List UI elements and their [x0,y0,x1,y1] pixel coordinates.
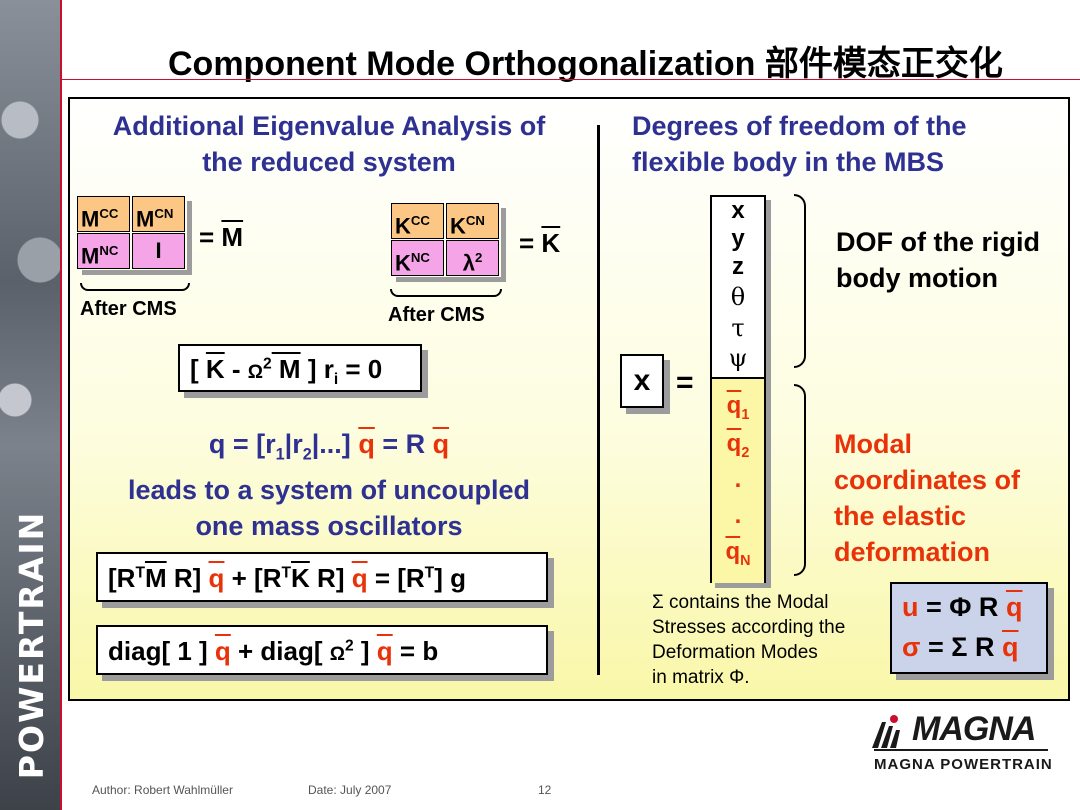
sidebar-strip [0,0,60,810]
modal-q1: q1 [726,392,750,423]
after-cms-label-2: After CMS [388,304,485,326]
vector-equals: = [676,366,694,399]
sigma-note: Σ contains the Modal Stresses according … [652,590,845,690]
magna-powertrain-text: MAGNA POWERTRAIN [874,756,1053,773]
stress-equation-box: u = Φ R q σ = Σ R q [890,582,1048,674]
dof-theta: θ [730,283,746,311]
sidebar-divider [60,0,62,810]
stress-equation: σ = Σ R q [902,632,1019,662]
left-heading-line1: Additional Eigenvalue Analysis of [112,111,546,141]
mass-cell-identity: I [132,233,185,269]
mass-cell-cc: MCC [77,196,130,232]
oscillator-line2: leads to a system of uncoupled [127,475,531,506]
sigma-note-line3: Deformation Modes [652,642,818,663]
left-heading: Additional Eigenvalue Analysis of the re… [88,108,570,180]
dof-y: y [731,225,745,252]
x-vector-box: x [620,354,664,408]
magna-logo-icon [872,715,900,748]
eigen-equation: [ K - Ω2 M ] ri = 0 [190,354,383,389]
magna-logo: MAGNA MAGNA POWERTRAIN [872,710,1053,776]
rigid-label-line2: body motion [836,263,998,293]
q-definition: q = [r1|r2|...] q = R q [208,429,450,464]
mass-matrix: MCC MCN MNC I [77,196,187,270]
sigma-note-line1: Σ contains the Modal [652,592,829,613]
eigen-equation-box: [ K - Ω2 M ] ri = 0 [178,344,422,392]
stiffness-matrix: KCC KCN KNC λ2 [391,203,501,277]
modal-q2: q2 [726,430,750,461]
modal-brace [794,384,806,576]
modal-label-line3: the elastic [834,501,967,531]
stiff-cell-cc: KCC [391,203,444,239]
dof-tau: τ [731,314,745,342]
sidebar-brand: POWERTRAIN [12,510,51,780]
oscillator-line3: one mass oscillators [195,511,463,542]
dof-psi: ψ [728,344,748,372]
equation-2-box: diag[ 1 ] q + diag[ Ω2 ] q = b [96,625,548,675]
stiff-cell-cn: KCN [446,203,499,239]
rigid-body-label: DOF of the rigid body motion [836,224,1040,296]
column-divider [597,125,600,675]
sigma-note-line4: in matrix Φ. [652,667,750,688]
mass-cell-cn: MCN [132,196,185,232]
modal-dot-1: . [734,466,742,493]
equation-2: diag[ 1 ] q + diag[ Ω2 ] q = b [108,636,439,666]
footer-author: Author: Robert Wahlmüller [92,783,233,797]
modal-label-line4: deformation [834,537,991,567]
sigma-note-line2: Stresses according the [652,617,846,638]
stiffness-result: = K [519,228,561,258]
oscillator-text: q = [r1|r2|...] q = R q leads to a syste… [88,426,570,544]
magna-logo-text: MAGNA [912,710,1036,748]
dof-x: x [731,197,745,224]
rigid-brace [794,194,806,368]
left-heading-line2: the reduced system [202,147,456,177]
modal-dot-2: . [734,502,742,529]
right-heading-line2: flexible body in the MBS [632,147,945,177]
modal-label-line2: coordinates of [834,465,1021,495]
equation-1-box: [RTM R] q + [RTK R] q = [RT] g [96,552,548,602]
dof-z: z [732,253,744,280]
footer-page-number: 12 [538,783,552,797]
rigid-label-line1: DOF of the rigid [836,227,1040,257]
modal-qn: qN [725,538,751,569]
equation-1: [RTM R] q + [RTK R] q = [RT] g [108,563,466,593]
mass-cell-nc: MNC [77,233,130,269]
mass-result: = M [199,222,244,252]
page-title: Component Mode Orthogonalization 部件模态正交化 [168,45,1003,83]
modal-label: Modal coordinates of the elastic deforma… [834,426,1020,570]
footer-date: Date: July 2007 [308,783,392,797]
dof-vector: x y z θ τ ψ q1 q2 . . qN [710,195,766,583]
stiff-cell-nc: KNC [391,240,444,276]
after-cms-label-1: After CMS [80,298,177,320]
mass-brace [80,283,190,291]
right-heading: Degrees of freedom of the flexible body … [632,108,1052,180]
logo-rule [874,749,1048,751]
modal-label-line1: Modal [834,429,912,459]
stiff-cell-lambda: λ2 [446,240,499,276]
displacement-equation: u = Φ R q [902,592,1023,622]
right-heading-line1: Degrees of freedom of the [632,111,967,141]
modal-coordinates-section: q1 q2 . . qN [712,377,764,583]
title-rule [62,79,1080,80]
stiffness-brace [390,289,502,297]
